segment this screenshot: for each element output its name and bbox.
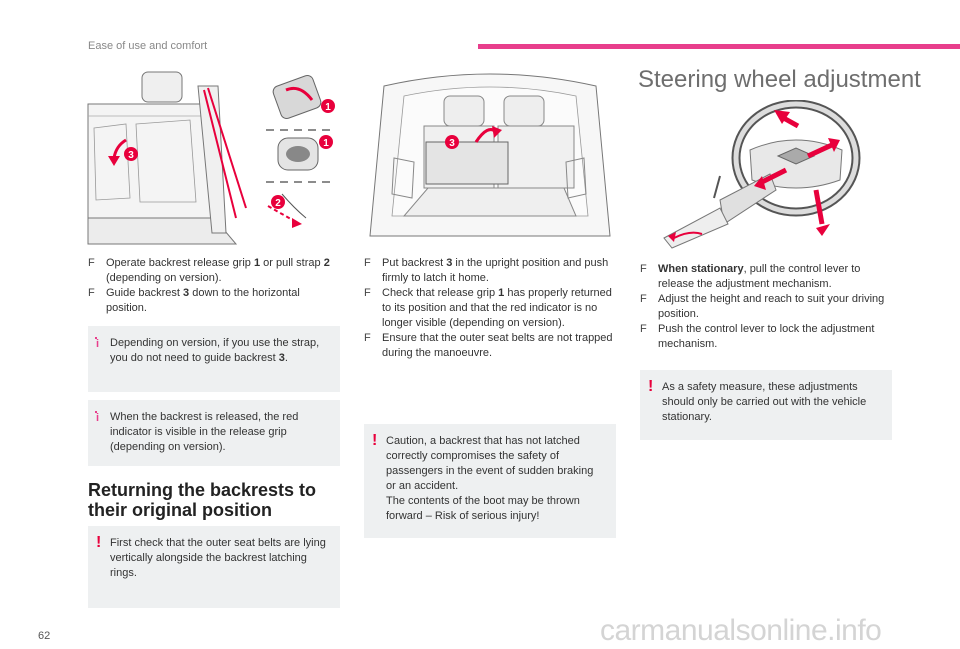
warning-icon: ! (648, 378, 654, 395)
seat-release-figure: 1 1 2 3 (86, 68, 342, 248)
svg-text:1: 1 (323, 138, 329, 149)
section-header: Ease of use and comfort (88, 40, 208, 52)
page-number: 62 (38, 630, 51, 642)
header-accent-bar (478, 44, 960, 49)
steering-wheel-illustration (663, 100, 861, 249)
steering-wheel-figure (650, 100, 890, 250)
callout-2: 2 (271, 195, 285, 209)
callout-3: 3 (124, 147, 138, 161)
boot-illustration: 3 (369, 73, 611, 237)
bullet-marker: F (88, 257, 95, 269)
callout-1-top: 1 (321, 99, 335, 113)
svg-text:3: 3 (449, 138, 455, 149)
returning-backrests-heading: Returning the backrests to their origina… (88, 480, 317, 520)
warning-icon: ! (372, 432, 378, 449)
info-notice-indicator: i When the backrest is released, the red… (88, 400, 340, 466)
watermark: carmanualsonline.info (600, 614, 882, 647)
right-bullet-2: F Adjust the height and reach to suit yo… (640, 293, 885, 320)
callout-1-mid: 1 (319, 135, 333, 149)
warning-icon: ! (96, 534, 102, 551)
mid-bullet-1: F Put backrest 3 in the upright position… (364, 257, 609, 284)
svg-text:3: 3 (128, 150, 134, 161)
svg-text:2: 2 (275, 198, 281, 209)
left-bullet-2: F Guide backrest 3 down to the horizonta… (88, 287, 300, 314)
bullet-marker: F (364, 257, 371, 269)
mid-bullet-3: F Ensure that the outer seat belts are n… (364, 332, 613, 359)
left-bullet-list: F Operate backrest release grip 1 or pul… (88, 256, 340, 316)
info-notice-strap: i Depending on version, if you use the s… (88, 326, 340, 392)
steering-wheel-title: Steering wheel adjustment (638, 66, 921, 93)
mid-bullet-2: F Check that release grip 1 has properly… (364, 287, 612, 329)
mid-bullet-list: F Put backrest 3 in the upright position… (364, 256, 616, 361)
right-bullet-1: F When stationary, pull the control leve… (640, 263, 861, 290)
info-icon: i (94, 411, 100, 424)
bullet-marker: F (364, 332, 371, 344)
seat-illustration: 1 1 2 3 (87, 71, 336, 245)
warning-notice-stationary: ! As a safety measure, these adjustments… (640, 370, 892, 440)
svg-text:1: 1 (325, 102, 331, 113)
warning-notice-seatbelts: ! First check that the outer seat belts … (88, 526, 340, 608)
warning-notice-latching: ! Caution, a backrest that has not latch… (364, 424, 616, 538)
right-bullet-3: F Push the control lever to lock the adj… (640, 323, 875, 350)
bullet-marker: F (640, 293, 647, 305)
right-bullet-list: F When stationary, pull the control leve… (640, 262, 894, 352)
info-icon: i (94, 337, 100, 350)
callout-3-boot: 3 (445, 135, 459, 149)
bullet-marker: F (88, 287, 95, 299)
left-bullet-1: F Operate backrest release grip 1 or pul… (88, 257, 330, 284)
bullet-marker: F (640, 323, 647, 335)
bullet-marker: F (364, 287, 371, 299)
boot-figure: 3 (364, 66, 616, 250)
bullet-marker: F (640, 263, 647, 275)
